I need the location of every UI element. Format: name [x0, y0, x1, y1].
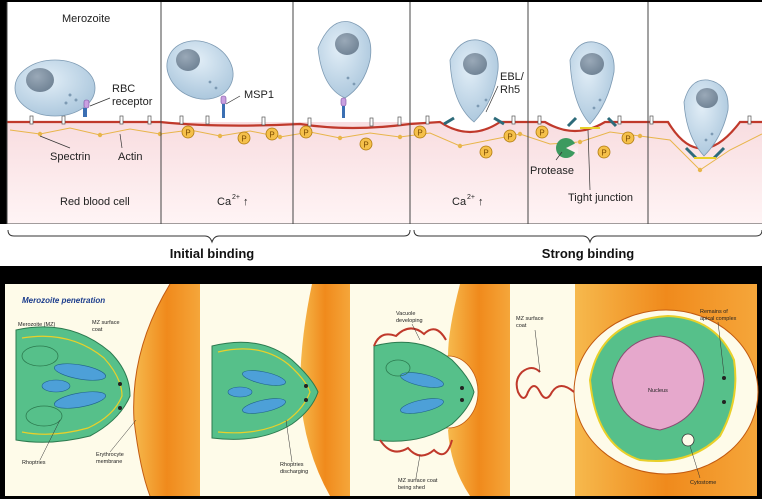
- svg-text:P: P: [507, 133, 512, 142]
- label-msp1: MSP1: [244, 89, 274, 101]
- phospho-7: P: [479, 145, 493, 159]
- merozoite-panel-d: [588, 314, 737, 462]
- membrane-receptors: [29, 115, 752, 127]
- phospho-1: P: [181, 125, 195, 139]
- label-shed-2: being shed: [398, 485, 425, 491]
- merozoite-panel-c: [373, 327, 475, 457]
- phospho-4: P: [299, 125, 313, 139]
- merozoite-stage-3: [317, 21, 372, 118]
- label-cytostome: Cytostome: [690, 480, 716, 486]
- actin-nodes: [37, 131, 703, 173]
- merozoite-stage-4: [443, 39, 505, 126]
- svg-text:2+: 2+: [467, 194, 475, 201]
- merozoite-stage-6: [683, 79, 729, 160]
- label-mz-coat-d1: MZ surface: [516, 316, 544, 322]
- label-rbc-receptor-2: receptor: [112, 96, 153, 108]
- phase-brackets: Initial binding Strong binding: [0, 224, 762, 266]
- label-vacuole-2: developing: [396, 318, 423, 324]
- merozoite-stage-1: [14, 59, 96, 117]
- label-shed-1: MZ surface coat: [398, 478, 438, 484]
- svg-text:↑: ↑: [478, 196, 484, 208]
- phospho-2: P: [237, 131, 251, 145]
- merozoite-stage-2: [166, 40, 234, 118]
- label-rbc-receptor-1: RBC: [112, 83, 135, 95]
- svg-text:P: P: [539, 129, 544, 138]
- leader-lines-top: [39, 85, 591, 191]
- bottom-panel: Merozoite penetration Merozoite (MZ) MZ …: [0, 266, 762, 499]
- label-rhoptries: Rhoptries: [22, 460, 46, 466]
- erythrocyte-b: [300, 284, 350, 496]
- label-mz-coat-d2: coat: [516, 323, 527, 329]
- erythrocyte-c: [448, 284, 510, 496]
- svg-text:P: P: [417, 129, 422, 138]
- spectrin-network: [9, 127, 762, 171]
- label-spectrin: Spectrin: [50, 151, 90, 163]
- svg-text:Ca: Ca: [452, 196, 467, 208]
- label-merozoite: Merozoite: [62, 13, 110, 25]
- label-erythrocyte: Erythrocyte: [96, 452, 124, 458]
- label-erythrocyte-membrane: membrane: [96, 459, 122, 465]
- svg-text:2+: 2+: [232, 194, 240, 201]
- label-remains-1: Remains of: [700, 309, 728, 315]
- merozoite-stage-5: [566, 41, 618, 129]
- label-rhoptries-discharging-1: Rhoptries: [280, 462, 304, 468]
- shed-coat-d: [515, 367, 575, 399]
- top-panel: P P P P P P P P P P P Merozoite RBC rece…: [6, 2, 762, 225]
- svg-text:P: P: [483, 149, 488, 158]
- label-mz-surface: MZ surface: [92, 320, 120, 326]
- phase-initial-binding: Initial binding: [170, 246, 255, 261]
- phospho-6: P: [413, 125, 427, 139]
- label-mz-coat: coat: [92, 327, 103, 333]
- svg-text:↑: ↑: [243, 196, 249, 208]
- label-ebl: EBL/: [500, 71, 525, 83]
- erythrocyte-a: [133, 284, 200, 496]
- label-merozoite-mz: Merozoite (MZ): [18, 322, 55, 328]
- phosphate-groups: P P P P P P P P P P P: [181, 125, 635, 159]
- merozoite-panel-b: [211, 341, 319, 440]
- label-tight-junction: Tight junction: [568, 192, 633, 204]
- label-vacuole-1: Vacuole: [396, 311, 415, 317]
- svg-text:Ca: Ca: [217, 196, 232, 208]
- phospho-10: P: [597, 145, 611, 159]
- svg-text:P: P: [241, 135, 246, 144]
- svg-text:P: P: [303, 129, 308, 138]
- merozoite-panel-a: [15, 326, 131, 443]
- bottom-title: Merozoite penetration: [22, 296, 105, 305]
- label-calcium-1: Ca 2+ ↑: [217, 194, 249, 208]
- phospho-8: P: [503, 129, 517, 143]
- svg-text:P: P: [269, 131, 274, 140]
- phospho-5: P: [359, 137, 373, 151]
- leader-lines-bottom: [39, 321, 725, 479]
- svg-text:P: P: [601, 149, 606, 158]
- label-rhoptries-discharging-2: discharging: [280, 469, 308, 475]
- label-rh5: Rh5: [500, 84, 520, 96]
- label-protease: Protease: [530, 165, 574, 177]
- phospho-3: P: [265, 127, 279, 141]
- label-red-blood-cell: Red blood cell: [60, 196, 130, 208]
- nucleus: [611, 335, 705, 431]
- svg-text:P: P: [363, 141, 368, 150]
- label-nucleus: Nucleus: [648, 388, 668, 394]
- phase-strong-binding: Strong binding: [542, 246, 634, 261]
- phospho-11: P: [621, 131, 635, 145]
- phospho-9: P: [535, 125, 549, 139]
- cytostome: [681, 433, 695, 447]
- svg-text:P: P: [185, 129, 190, 138]
- label-remains-2: apical complex: [700, 316, 737, 322]
- label-calcium-2: Ca 2+ ↑: [452, 194, 484, 208]
- label-actin: Actin: [118, 151, 142, 163]
- svg-text:P: P: [625, 135, 630, 144]
